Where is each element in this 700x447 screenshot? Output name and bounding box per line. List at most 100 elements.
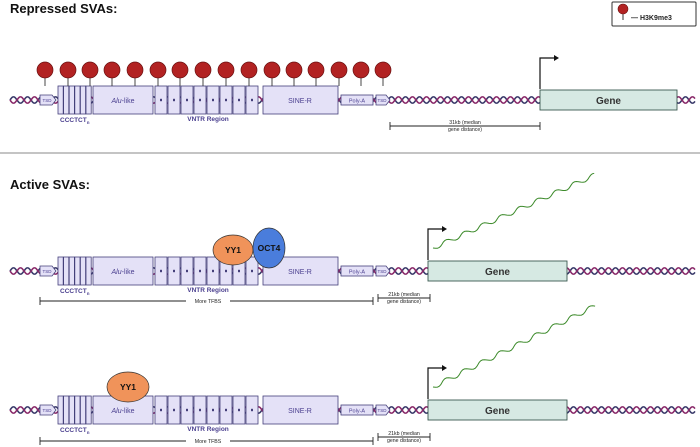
ccctct-repeat [80, 395, 87, 425]
sine-r-label: SINE-R [288, 269, 312, 276]
gene-box [539, 89, 678, 111]
legend-label: — H3K9me3 [631, 15, 672, 22]
ccctct-repeat [85, 256, 92, 286]
h3k9me3-mark-icon [103, 61, 121, 79]
rna-transcript [432, 172, 595, 249]
h3k9me3-mark-icon [263, 61, 281, 79]
alu-like-label: Alu-like [111, 269, 135, 276]
oct4-label: OCT4 [258, 243, 281, 253]
distance-label: gene distance) [387, 299, 421, 305]
vntr-region-label: VNTR Region [187, 116, 229, 123]
vntr-mark [225, 269, 227, 273]
ccctct-repeat [80, 256, 87, 286]
vntr-mark [160, 98, 162, 102]
h3k9me3-mark-icon [374, 61, 392, 79]
h3k9me3-mark-icon [307, 61, 325, 79]
distance-label: 21kb (median [388, 431, 420, 437]
tsd-box [39, 94, 57, 106]
ccctct-repeat [80, 85, 87, 115]
active-svas-title: Active SVAs: [10, 177, 90, 192]
tss-arrow [427, 228, 442, 260]
h3k9me3-mark-icon [81, 61, 99, 79]
vntr-mark [173, 269, 175, 273]
tss-arrowhead-icon [554, 55, 559, 61]
legend: — H3K9me3 [611, 1, 697, 27]
h3k9me3-mark-icon [240, 61, 258, 79]
vntr-mark [251, 269, 253, 273]
poly-a-label: Poly-A [349, 408, 366, 414]
tsd-box [375, 94, 391, 106]
ccctct-label: CCCTCTn [60, 427, 90, 435]
vntr-mark [212, 408, 214, 412]
vntr-mark [238, 408, 240, 412]
more-tfbs-label: More TFBS [195, 299, 222, 305]
ccctct-repeat [68, 85, 75, 115]
vntr-mark [251, 98, 253, 102]
tsd-box [375, 404, 391, 416]
gene-label: Gene [485, 267, 510, 278]
vntr-mark [173, 408, 175, 412]
more-tfbs-label-bg [186, 297, 230, 305]
h3k9me3-mark-icon [36, 61, 54, 79]
ccctct-repeat [57, 395, 64, 425]
sine-r-label: SINE-R [288, 408, 312, 415]
vntr-mark [173, 98, 175, 102]
ccctct-repeat [57, 85, 64, 115]
repressed-svas-title: Repressed SVAs: [10, 1, 118, 16]
vntr-mark [212, 269, 214, 273]
distance-label: gene distance) [448, 127, 482, 133]
gene-label: Gene [485, 406, 510, 417]
legend-box [611, 1, 697, 27]
h3k9me3-mark-icon [59, 61, 77, 79]
alu-like-box [92, 85, 154, 115]
tsd-box [39, 404, 57, 416]
ccctct-repeat [68, 256, 75, 286]
poly-a-box [340, 94, 374, 106]
vntr-mark [186, 98, 188, 102]
more-tfbs-label-bg [186, 437, 230, 445]
vntr-mark [225, 98, 227, 102]
poly-a-box [340, 404, 374, 416]
vntr-region-label: VNTR Region [187, 426, 229, 433]
oct4-shape [252, 227, 286, 269]
tsd-label: TSD [378, 408, 388, 413]
vntr-mark [225, 408, 227, 412]
vntr-mark [160, 408, 162, 412]
sine-r-box [262, 85, 339, 115]
tss-arrowhead-icon [442, 365, 447, 371]
vntr-mark [186, 408, 188, 412]
vntr-mark [251, 408, 253, 412]
vntr-mark [199, 408, 201, 412]
more-tfbs-label: More TFBS [195, 439, 222, 445]
yy1-label: YY1 [120, 382, 136, 392]
ccctct-repeat [63, 256, 70, 286]
h3k9me3-mark-icon [217, 61, 235, 79]
h3k9me3-mark-icon [149, 61, 167, 79]
vntr-mark [186, 269, 188, 273]
tsd-label: TSD [43, 269, 53, 274]
h3k9me3-mark-icon [126, 61, 144, 79]
rna-transcript [432, 305, 596, 388]
tsd-label: TSD [378, 269, 388, 274]
h3k9me3-mark-icon [352, 61, 370, 79]
h3k9me3-mark-icon [330, 61, 348, 79]
vntr-mark [238, 98, 240, 102]
ccctct-repeat [63, 85, 70, 115]
tsd-label: TSD [378, 98, 388, 103]
tsd-label: TSD [43, 408, 53, 413]
distance-label: 31kb (median [449, 120, 481, 126]
tss-arrowhead-icon [442, 226, 447, 232]
ccctct-repeat [74, 85, 81, 115]
alu-like-box [92, 256, 154, 286]
distance-label: 21kb (median [388, 292, 420, 298]
ccctct-repeat [74, 256, 81, 286]
ccctct-repeat [85, 85, 92, 115]
ccctct-repeat [63, 395, 70, 425]
ccctct-label: CCCTCTn [60, 288, 90, 296]
gene-box [427, 399, 568, 421]
ccctct-repeat [74, 395, 81, 425]
